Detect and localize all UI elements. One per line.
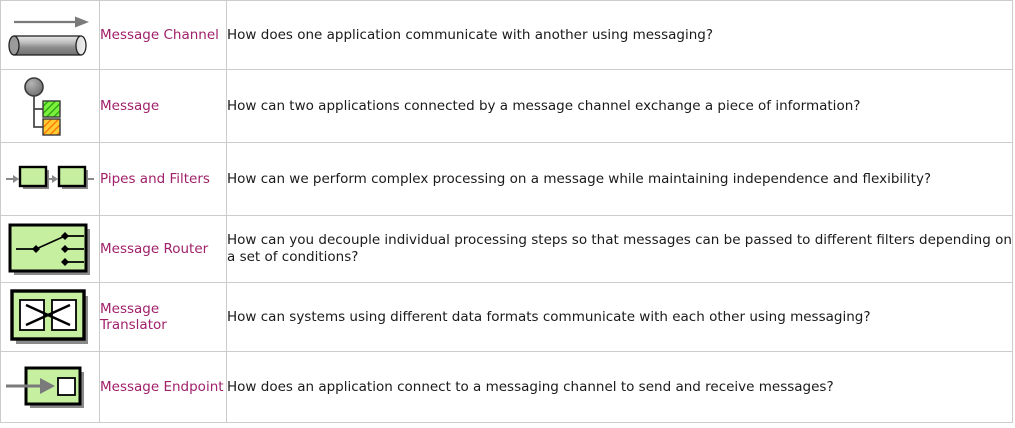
table-row: Message Translator How can systems using… xyxy=(0,282,1013,352)
pattern-description-cell: How does an application connect to a mes… xyxy=(226,351,1013,423)
icon-cell xyxy=(0,0,100,70)
pattern-name-cell: Message Channel xyxy=(99,0,227,70)
pattern-link-message[interactable]: Message xyxy=(100,98,160,114)
table-row: Message Router How can you decouple indi… xyxy=(0,215,1013,283)
pattern-name-cell: Message Router xyxy=(99,215,227,283)
pattern-link-pipes-and-filters[interactable]: Pipes and Filters xyxy=(100,171,210,187)
pattern-description-cell: How can you decouple individual processi… xyxy=(226,215,1013,283)
icon-cell xyxy=(0,351,100,423)
message-endpoint-icon xyxy=(1,361,99,413)
pattern-name-cell: Message Translator xyxy=(99,282,227,352)
pattern-description-cell: How can we perform complex processing on… xyxy=(226,142,1013,216)
pattern-name-cell: Message Endpoint xyxy=(99,351,227,423)
icon-cell xyxy=(0,215,100,283)
table-row: Pipes and Filters How can we perform com… xyxy=(0,142,1013,216)
pattern-name-cell: Pipes and Filters xyxy=(99,142,227,216)
message-translator-icon xyxy=(1,287,99,347)
message-channel-icon xyxy=(1,9,99,61)
table-row: Message Channel How does one application… xyxy=(0,0,1013,70)
pipes-and-filters-icon xyxy=(1,162,99,196)
pattern-link-message-endpoint[interactable]: Message Endpoint xyxy=(100,379,224,395)
icon-cell xyxy=(0,142,100,216)
message-router-icon xyxy=(1,221,99,277)
icon-cell xyxy=(0,282,100,352)
pattern-description-cell: How can systems using different data for… xyxy=(226,282,1013,352)
icon-cell xyxy=(0,69,100,143)
table-row: Message How can two applications connect… xyxy=(0,69,1013,143)
pattern-link-message-router[interactable]: Message Router xyxy=(100,241,209,257)
pattern-link-message-channel[interactable]: Message Channel xyxy=(100,27,219,43)
pattern-link-message-translator[interactable]: Message Translator xyxy=(100,301,167,333)
pattern-name-cell: Message xyxy=(99,69,227,143)
table-row: Message Endpoint How does an application… xyxy=(0,351,1013,423)
message-icon xyxy=(1,75,99,137)
pattern-description-cell: How does one application communicate wit… xyxy=(226,0,1013,70)
pattern-description-cell: How can two applications connected by a … xyxy=(226,69,1013,143)
